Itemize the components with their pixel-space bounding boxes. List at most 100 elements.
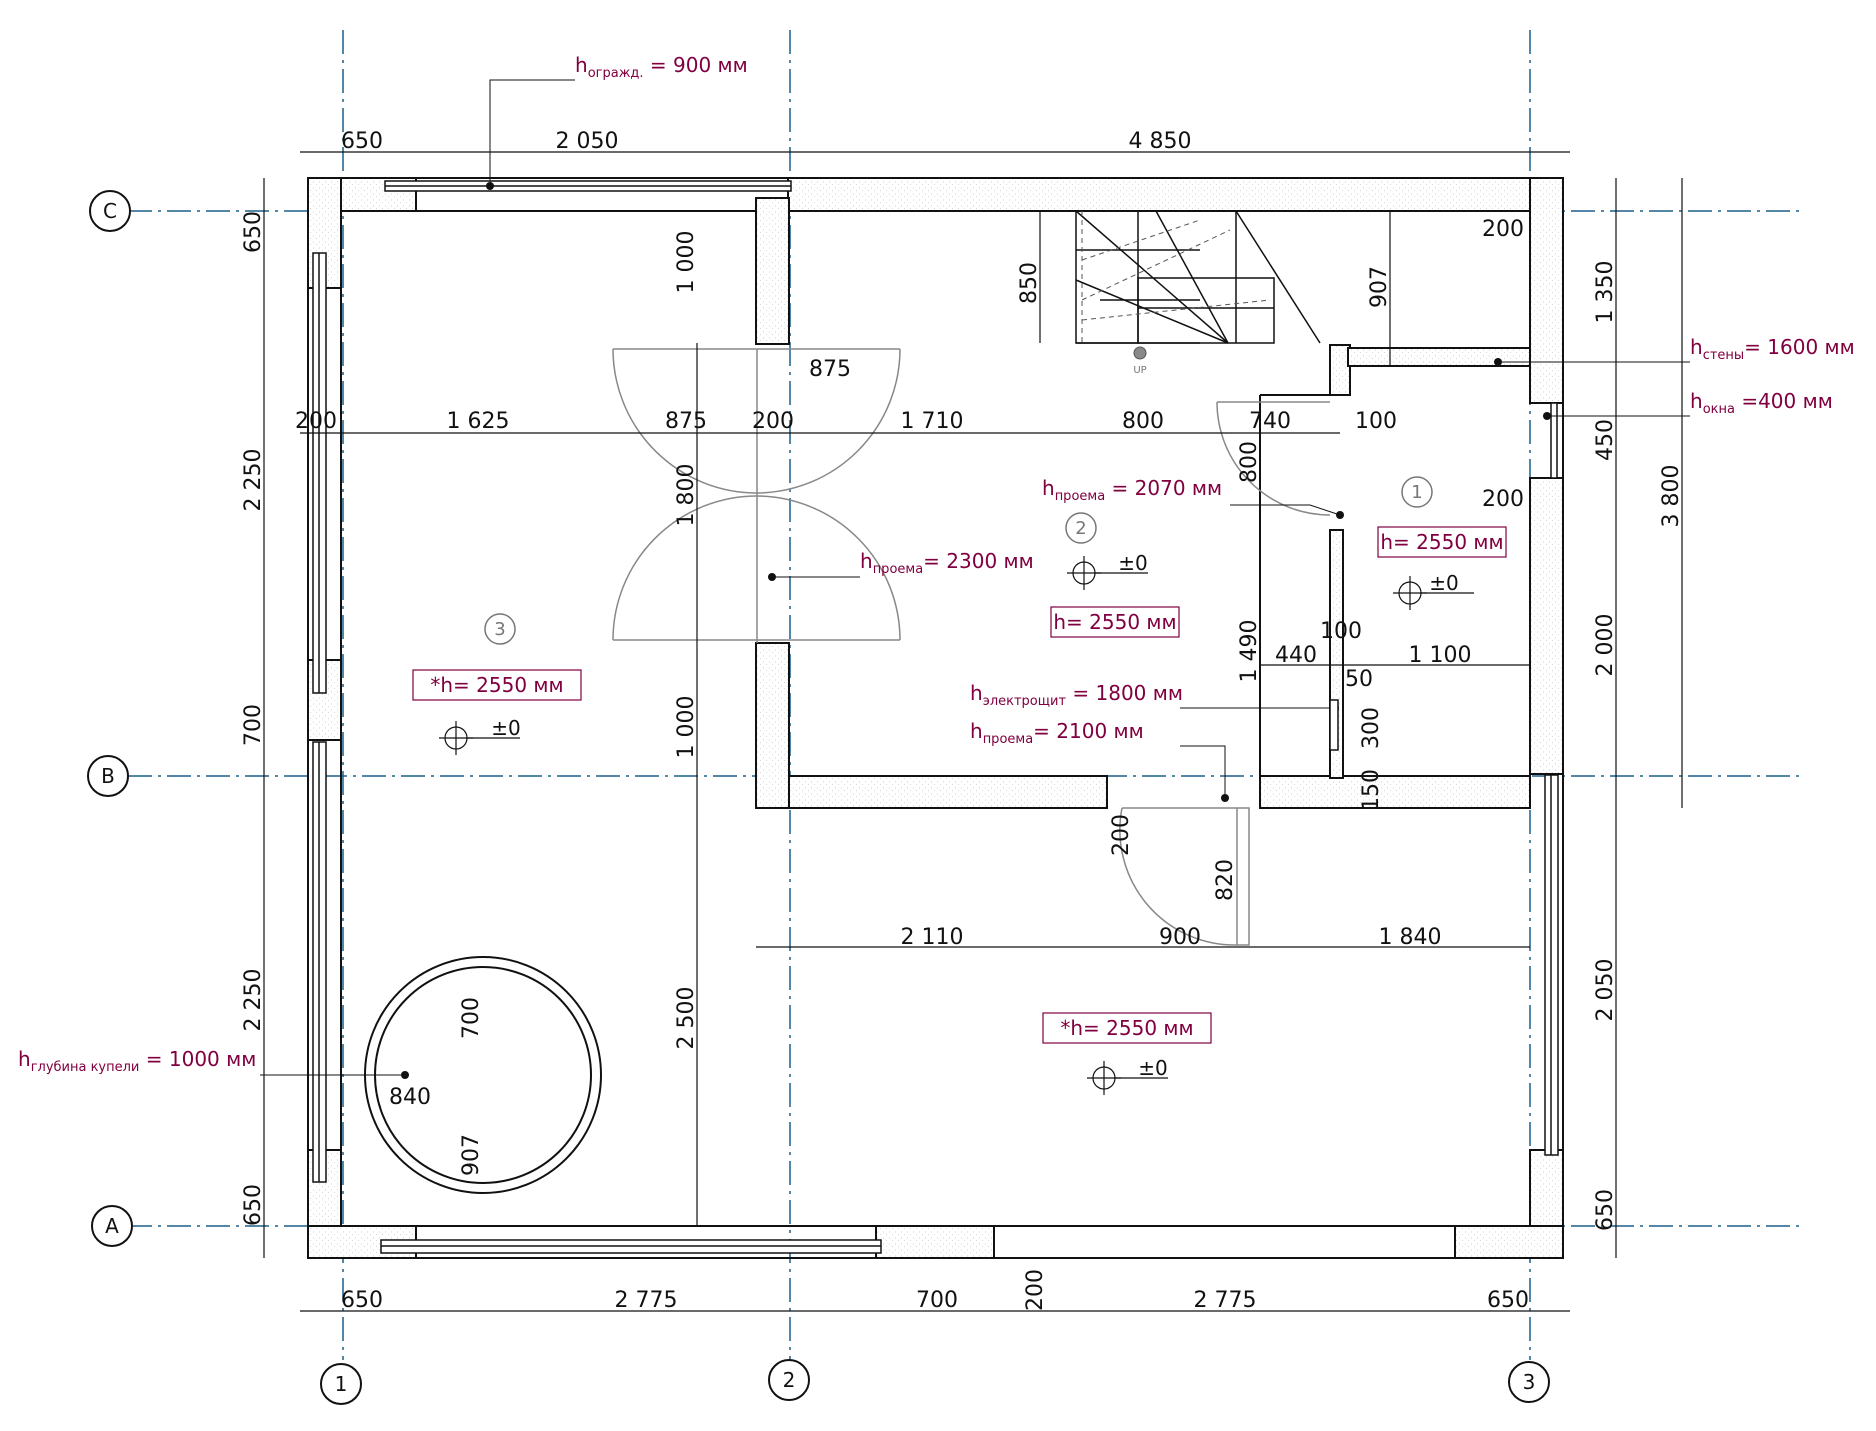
grid-label-a: A: [105, 1214, 119, 1238]
grid-label-2: 2: [783, 1368, 796, 1392]
dim-mid-800: 800: [1122, 409, 1164, 434]
room-4-height-box: [1042, 1012, 1212, 1044]
door-arc-2: [756, 348, 901, 494]
dim-1000-bottom: 1 000: [674, 696, 699, 759]
wall-int-b-right: [1259, 775, 1531, 809]
dim-700-pool: 700: [459, 997, 484, 1039]
room-2-level-mark: [1067, 556, 1148, 590]
note-h-proema-2070: hпроема = 2070 мм: [1042, 476, 1222, 504]
note-h-kupel: hглубина купели = 1000 мм: [18, 1047, 256, 1075]
dim-right-2000: 2 000: [1593, 614, 1618, 677]
grid-label-c: C: [103, 199, 117, 223]
dim-150: 150: [1359, 769, 1384, 811]
dim-mid-100: 100: [1355, 409, 1397, 434]
grid-bubbles: [87, 190, 1550, 1405]
note-h-proema-2100: hпроема= 2100 мм: [970, 719, 1144, 747]
leader-lines: [260, 79, 1690, 1076]
dim-bottom-2775-right: 2 775: [1194, 1288, 1257, 1313]
room-1-bubble: [1401, 476, 1433, 508]
stair: [1075, 210, 1321, 344]
dim-mid-875: 875: [665, 409, 707, 434]
room-1-level: ±0: [1429, 571, 1458, 595]
dim-mid-200-a: 200: [295, 409, 337, 434]
dim-left-650-bottom: 650: [241, 1184, 266, 1226]
dim-200-right-top: 200: [1482, 217, 1524, 242]
room-3-number: 3: [494, 619, 505, 640]
room-3-height-box: [412, 669, 582, 701]
room-4-level-mark: [1087, 1061, 1168, 1095]
dim-440: 440: [1275, 643, 1317, 668]
room-1-height-box: [1377, 526, 1507, 558]
dim-bottom-2775-left: 2 775: [615, 1288, 678, 1313]
dim-1800: 1 800: [674, 464, 699, 527]
wall-right-mid: [1529, 477, 1564, 775]
dim-mid-1625: 1 625: [447, 409, 510, 434]
dim-mid-200-b: 200: [752, 409, 794, 434]
grid-label-b: B: [101, 764, 115, 788]
windows: [312, 180, 1559, 1254]
wall-int-b-left: [788, 775, 1108, 809]
window-right-small: [1550, 402, 1558, 479]
walls: [307, 177, 1564, 1259]
dim-b-2110: 2 110: [901, 925, 964, 950]
dim-300: 300: [1359, 707, 1384, 749]
door-arc-bath: [1216, 401, 1331, 516]
note-h-proema-2300: hпроема= 2300 мм: [860, 549, 1034, 577]
dim-1490: 1 490: [1237, 620, 1262, 683]
door-arc-1: [612, 348, 758, 494]
dim-right-650: 650: [1593, 1189, 1618, 1231]
dim-1000-top: 1 000: [674, 231, 699, 294]
dim-1100: 1 100: [1409, 643, 1472, 668]
dim-bottom-700: 700: [916, 1288, 958, 1313]
stair-up-marker: [1133, 346, 1147, 360]
dim-907-pool: 907: [459, 1134, 484, 1176]
dim-907-stair: 907: [1367, 266, 1392, 308]
room-2-level: ±0: [1118, 551, 1147, 575]
note-h-okna: hокна =400 мм: [1690, 389, 1833, 417]
dim-bottom-650-right: 650: [1487, 1288, 1529, 1313]
grid-bubble-1: [320, 1363, 362, 1405]
dim-800-bath: 800: [1237, 441, 1262, 483]
stair-hidden-lines: [1081, 211, 1271, 343]
grid-bubble-3: [1508, 1361, 1550, 1403]
dim-right-450: 450: [1593, 419, 1618, 461]
door-arc-b: [1119, 807, 1238, 946]
note-h-steny: hстены= 1600 мм: [1690, 335, 1855, 363]
room-3-height: *h= 2550 мм: [430, 673, 563, 697]
inner-outline: [340, 210, 1530, 1227]
dim-200-right-mid: 200: [1482, 487, 1524, 512]
electric-panel: [1329, 699, 1339, 751]
dim-top-4850: 4 850: [1129, 129, 1192, 154]
dim-left-2250-bottom: 2 250: [241, 969, 266, 1032]
dim-840: 840: [389, 1085, 431, 1110]
wall-int-2-bottom: [755, 642, 790, 809]
room-2-height: h= 2550 мм: [1053, 610, 1176, 634]
dimension-lines: [263, 151, 1683, 1312]
dim-top-650: 650: [341, 129, 383, 154]
grid-bubble-2: [768, 1359, 810, 1401]
door-arc-3: [612, 495, 758, 641]
dim-right-2050: 2 050: [1593, 959, 1618, 1022]
dim-bottom-650-left: 650: [341, 1288, 383, 1313]
room-1-level-mark: [1393, 576, 1474, 610]
dim-top-2050: 2 050: [556, 129, 619, 154]
dim-mid-740: 740: [1249, 409, 1291, 434]
room-4-height: *h= 2550 мм: [1060, 1016, 1193, 1040]
dim-b-900: 900: [1159, 925, 1201, 950]
wall-bottom-mid: [875, 1225, 995, 1259]
room-1-number: 1: [1411, 482, 1422, 503]
room-3-bubble: [484, 613, 516, 645]
room-2-height-box: [1050, 606, 1180, 638]
room-4-level: ±0: [1138, 1056, 1167, 1080]
dim-50: 50: [1345, 667, 1373, 692]
wall-right-top: [1529, 177, 1564, 404]
grid-label-1: 1: [335, 1372, 348, 1396]
room-2-bubble: [1065, 512, 1097, 544]
room-1-height: h= 2550 мм: [1380, 530, 1503, 554]
dim-850: 850: [1017, 262, 1042, 304]
dim-2500: 2 500: [674, 987, 699, 1050]
dim-left-700: 700: [241, 704, 266, 746]
grid-bubble-b: [87, 755, 129, 797]
note-h-ograzhd: hогражд. = 900 мм: [575, 53, 748, 81]
